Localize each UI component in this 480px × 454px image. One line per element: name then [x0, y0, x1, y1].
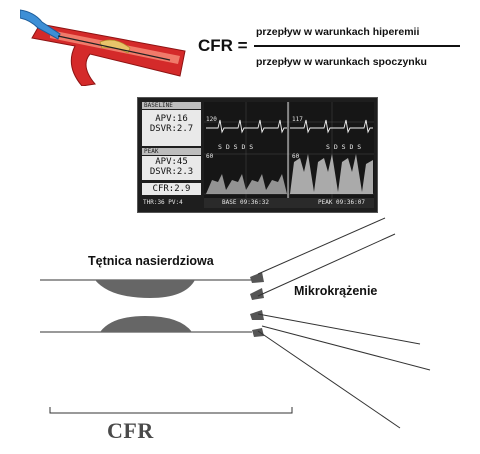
formula-denominator: przepływ w warunkach spoczynku [256, 56, 427, 68]
doppler-waveform [204, 102, 374, 208]
junction-cap-lower [252, 328, 264, 337]
microvessel-5 [261, 325, 431, 371]
microvessel-1 [257, 217, 386, 275]
fraction-bar [254, 45, 460, 47]
baseline-dsvr: DSVR:2.7 [149, 124, 194, 134]
artery-label: Tętnica nasierdziowa [88, 254, 214, 268]
ecg-trace-left [206, 119, 287, 134]
doppler-monitor: BASELINE APV:16 DSVR:2.7 PEAK APV:45 DSV… [137, 97, 378, 213]
baseline-apv: APV:16 [155, 114, 188, 124]
peak-panel: APV:45 DSVR:2.3 [142, 156, 201, 180]
scale-60-right: 60 [292, 153, 300, 160]
cfr-value: CFR:2.9 [142, 183, 201, 195]
base-time: BASE 09:36:32 [222, 199, 269, 206]
scale-117-right: 117 [292, 116, 303, 123]
microvessel-4 [257, 330, 401, 429]
peak-header: PEAK [142, 148, 201, 155]
cfr-bracket [49, 407, 293, 414]
peak-time: PEAK 09:36:07 [318, 199, 365, 206]
baseline-header: BASELINE [142, 102, 201, 109]
formula-numerator: przepływ w warunkach hiperemii [256, 26, 420, 38]
formula-lhs: CFR = [198, 36, 248, 55]
artery-illustration [20, 9, 186, 86]
sd-markers-right: S D S D S [326, 143, 362, 151]
junction-cap-upper [250, 272, 264, 283]
plaque-lower [100, 316, 192, 332]
catheter [20, 9, 61, 40]
velocity-peak [290, 154, 373, 194]
plaque-upper [95, 280, 195, 298]
scale-60-left: 60 [206, 153, 214, 160]
monitor-footer: THR:36 PV:4 [143, 199, 183, 206]
cfr-schematic [40, 217, 431, 429]
ecg-trace-right [290, 119, 373, 134]
junction-cap-mid-upper [250, 288, 264, 300]
peak-apv: APV:45 [155, 157, 188, 167]
cfr-span-label: CFR [107, 418, 154, 443]
microvessel-2 [257, 233, 396, 297]
baseline-panel: APV:16 DSVR:2.7 [142, 110, 201, 146]
scale-120-left: 120 [206, 116, 217, 123]
microvessel-3 [257, 313, 421, 345]
guidewire [57, 35, 171, 61]
velocity-baseline [206, 174, 287, 194]
sd-markers-left: S D S D S [218, 143, 254, 151]
peak-dsvr: DSVR:2.3 [149, 167, 194, 177]
junction-cap-mid-lower [250, 310, 264, 320]
microcirculation-label: Mikrokrążenie [294, 284, 378, 298]
